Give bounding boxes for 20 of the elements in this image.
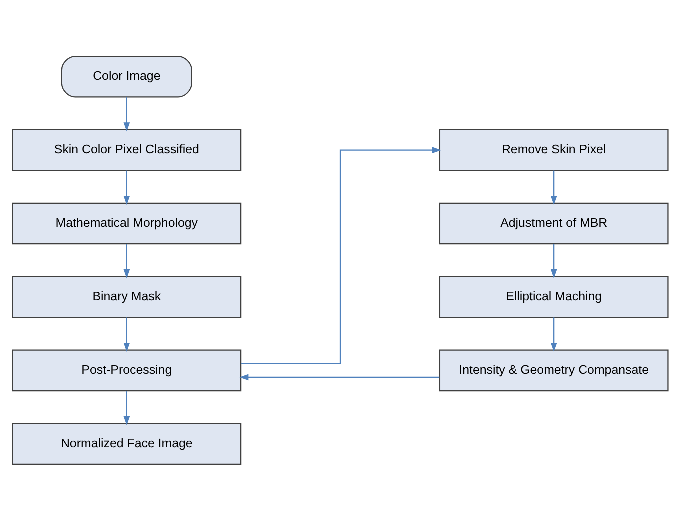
- node-box: Normalized Face Image: [12, 423, 242, 466]
- node-box: Intensity & Geometry Compansate: [439, 350, 669, 392]
- arrow: [124, 318, 130, 352]
- arrow: [124, 391, 130, 426]
- node-box: Elliptical Maching: [439, 276, 669, 318]
- arrow: [240, 374, 440, 381]
- arrow: [124, 170, 130, 206]
- node-box: Adjustment of MBR: [439, 202, 669, 245]
- node-box: Skin Color Pixel Classified: [12, 129, 242, 172]
- arrow: [550, 244, 558, 279]
- arrow: [241, 147, 442, 364]
- arrow: [550, 170, 558, 206]
- arrow: [550, 318, 558, 352]
- arrow: [124, 244, 130, 279]
- node-box: Mathematical Morphology: [12, 202, 242, 245]
- node-box: Post-Processing: [12, 350, 242, 392]
- node-box: Remove Skin Pixel: [439, 129, 669, 172]
- node-box: Binary Mask: [12, 276, 242, 318]
- node-box: Color Image: [61, 56, 192, 98]
- arrow: [124, 97, 130, 132]
